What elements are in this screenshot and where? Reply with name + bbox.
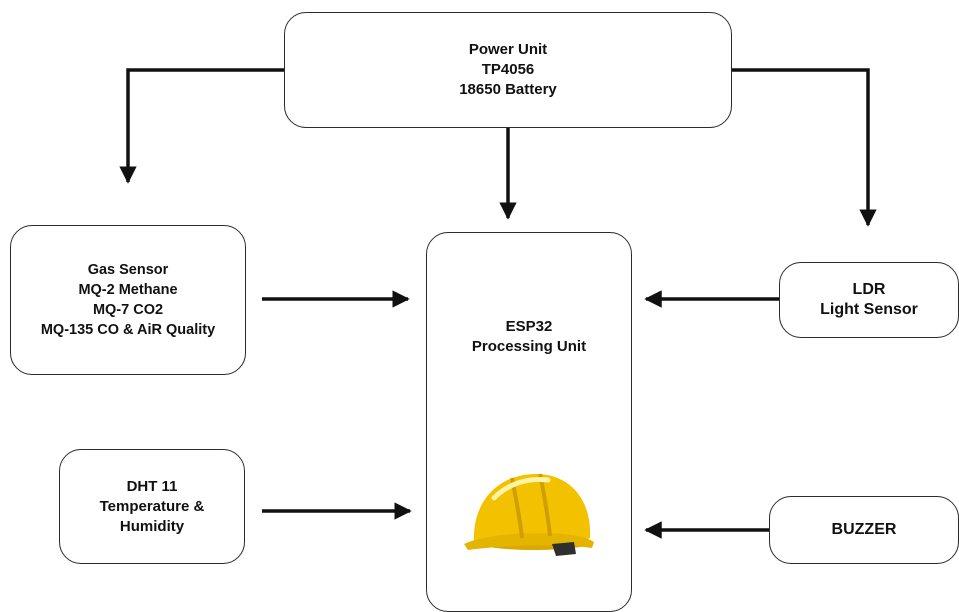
arrow-power-to-gas (119, 68, 284, 184)
dht11-block: DHT 11 Temperature & Humidity (59, 449, 245, 564)
esp-line-1: ESP32 (505, 318, 553, 335)
gas-line-1: Gas Sensor (87, 262, 169, 278)
power-line-2: TP4056 (481, 61, 535, 78)
dht-line-2: Temperature & (99, 497, 205, 515)
gas-line-3: MQ-7 CO2 (92, 302, 164, 318)
power-line-1: Power Unit (468, 41, 548, 58)
buzzer-line-1: BUZZER (831, 521, 897, 538)
power-unit-block: Power Unit TP4056 18650 Battery (284, 12, 732, 128)
esp-line-2: Processing Unit (471, 338, 587, 355)
gas-line-2: MQ-2 Methane (78, 282, 178, 298)
ldr-line-2: Light Sensor (820, 301, 918, 318)
ldr-line-1: LDR (852, 281, 886, 298)
gas-line-4: MQ-135 CO & AiR Quality (40, 322, 216, 338)
arrow-power-to-ldr (732, 68, 877, 227)
dht-line-3: Humidity (119, 517, 185, 535)
gas-sensor-block: Gas Sensor MQ-2 Methane MQ-7 CO2 MQ-135 … (10, 225, 246, 375)
ldr-block: LDR Light Sensor (779, 262, 959, 338)
hard-hat-icon (464, 473, 594, 556)
power-line-3: 18650 Battery (459, 81, 557, 98)
dht-line-1: DHT 11 (126, 477, 178, 495)
buzzer-block: BUZZER (769, 496, 959, 564)
